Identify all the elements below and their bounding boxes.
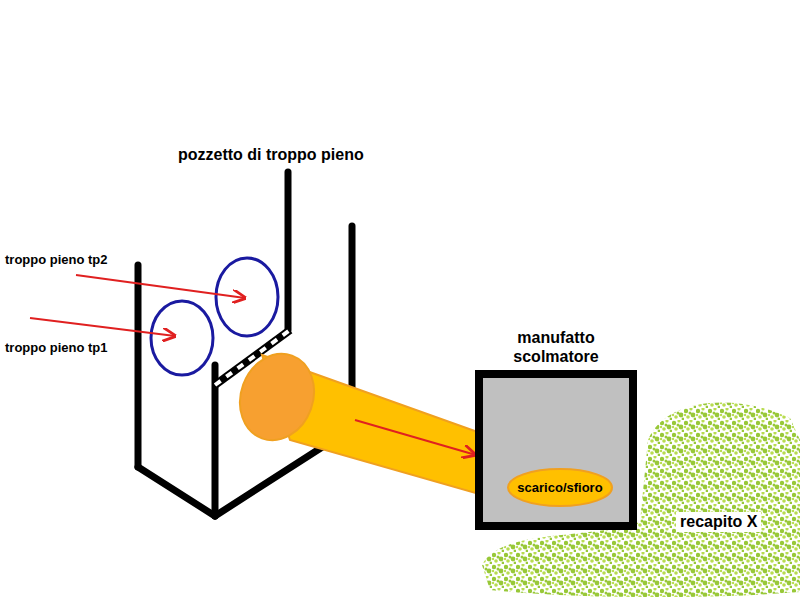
outlet-label: scarico/sfioro [517,480,602,495]
inlet-label: troppo pieno tp1 [5,340,108,355]
structure-box: manufatto scolmatorescarico/sfioro [475,370,637,530]
inlet-tp2 [216,258,278,336]
pipe-mouth [228,343,326,450]
well-frame [138,172,352,516]
inlet-tp1 [151,301,213,375]
inlet-arrow [30,318,175,336]
inlet-arrow [76,275,245,298]
green-texture [482,402,800,597]
well-heading: pozzetto di troppo pieno [178,146,364,164]
receiver-label: recapito X [676,512,761,532]
inlet-label: troppo pieno tp2 [5,252,108,267]
well-node: pozzetto di troppo pieno [130,150,355,525]
flow-arrow [355,420,475,455]
structure-heading: manufatto scolmatore [475,328,637,366]
outlet-ellipse: scarico/sfioro [506,467,614,508]
